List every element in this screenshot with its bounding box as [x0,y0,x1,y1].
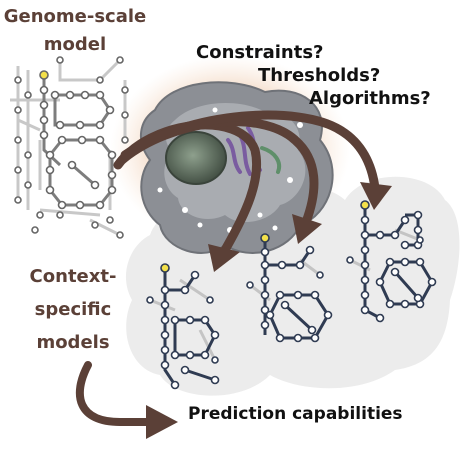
genome-scale-title-line-2: model [43,34,107,55]
arrows-to-context-models [113,110,380,255]
arrow-to-predictions [75,361,178,439]
context-specific-label-line-1: Context- [29,266,117,287]
context-network-2 [246,233,333,343]
metabolic-network-icon [346,200,437,323]
metabolic-network-icon [146,263,220,390]
genome-scale-title-line-1: Genome-scale [3,6,147,27]
arrowhead-2 [292,214,322,244]
question-algorithms: Algorithms? [309,88,431,109]
question-constraints: Constraints? [196,42,324,63]
arrowhead-1 [208,244,240,272]
arrowheads [208,182,392,272]
arrow-to-model-3 [120,110,380,193]
context-network-3 [346,200,437,323]
context-specific-label-line-3: models [36,332,110,353]
context-specific-label-line-2: specific [34,299,112,320]
context-network-1 [146,263,220,390]
metabolic-network-icon [246,233,333,343]
genome-scale-network [10,56,129,239]
question-thresholds: Thresholds? [258,65,381,86]
prediction-capabilities-label: Prediction capabilities [188,404,403,424]
metabolic-network-icon [10,56,129,239]
arrowhead-3 [360,182,392,210]
